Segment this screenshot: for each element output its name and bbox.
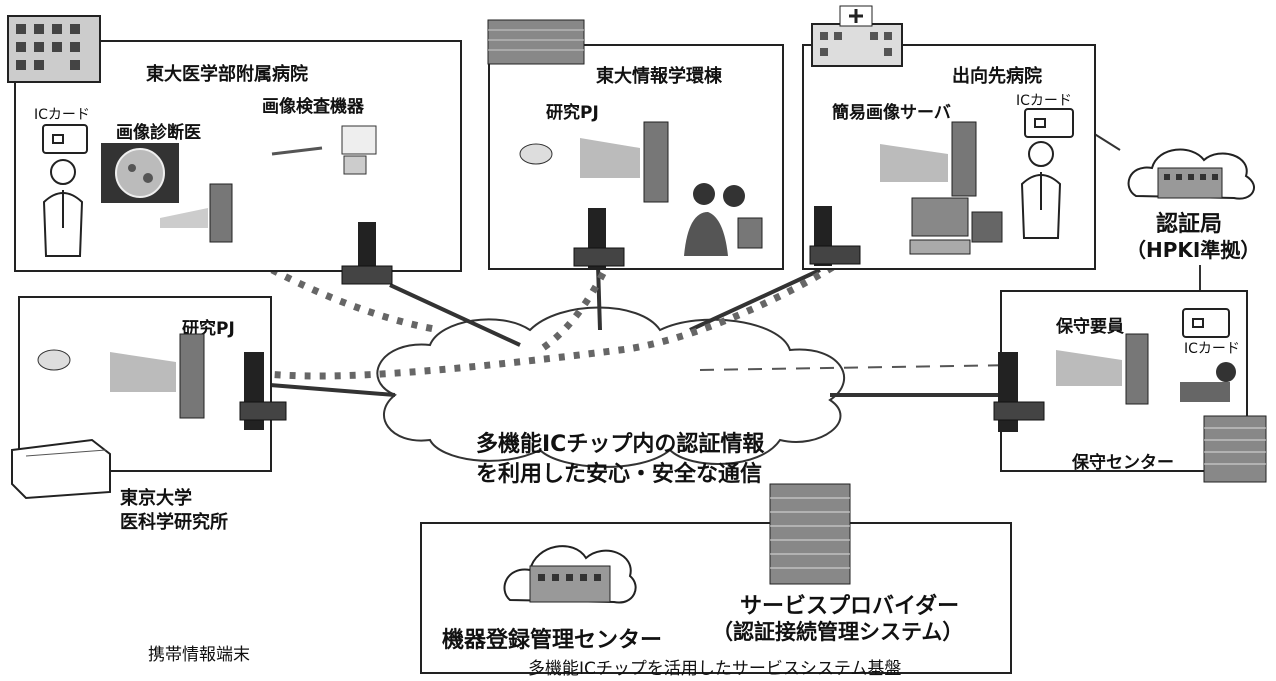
staff-person-icon bbox=[1018, 140, 1064, 244]
mobile-terminal-label: 携帯情報端末 bbox=[148, 645, 250, 665]
site-name: 東大情報学環棟 bbox=[596, 66, 722, 87]
card-label: ICカード bbox=[1016, 93, 1072, 109]
office-building-icon bbox=[478, 16, 588, 70]
site-name: 東大医学部附属病院 bbox=[146, 64, 308, 85]
mobile-terminal-icon bbox=[6, 436, 116, 504]
ic-card-icon bbox=[1182, 308, 1230, 338]
ic-card-icon bbox=[42, 124, 88, 154]
ims-name-line2: 医科学研究所 bbox=[120, 512, 228, 533]
site-name: 出向先病院 bbox=[952, 66, 1042, 87]
auth-connection-system-label: （認証接続管理システム） bbox=[712, 620, 964, 644]
center-text-line1: 多機能ICチップ内の認証情報 bbox=[476, 432, 765, 457]
service-provider-label: サービスプロバイダー bbox=[740, 594, 960, 619]
maint-ic-chip-icon bbox=[990, 352, 1050, 438]
hospital-building-icon bbox=[4, 8, 104, 90]
certificate-authority-icon bbox=[1122, 140, 1262, 210]
platform-caption: 多機能ICチップを活用したサービスシステム基盤 bbox=[528, 659, 902, 679]
info-env-pc-icon bbox=[510, 118, 690, 212]
server-pc-icon bbox=[840, 120, 980, 204]
center-text-line2: を利用した安心・安全な通信 bbox=[476, 462, 763, 487]
server-label: 簡易画像サーバ bbox=[832, 103, 951, 123]
hospital-ic-chip-icon bbox=[338, 218, 398, 302]
researchers-icon bbox=[678, 178, 768, 262]
card-label: ICカード bbox=[1184, 341, 1240, 357]
ims-pc-icon bbox=[30, 330, 220, 424]
staff-label: 保守要員 bbox=[1056, 317, 1124, 337]
site-name: 保守センター bbox=[1072, 453, 1174, 473]
secure-path-4 bbox=[699, 364, 1021, 371]
card-label: ICカード bbox=[34, 107, 90, 123]
hospital-pc-icon bbox=[150, 178, 250, 252]
project-label: 研究PJ bbox=[546, 103, 599, 123]
inspection-device-icon bbox=[262, 118, 402, 202]
network-cloud bbox=[376, 306, 846, 468]
secure-path-3 bbox=[538, 258, 614, 353]
info-env-ic-chip-icon bbox=[570, 208, 630, 292]
link-hospital bbox=[389, 283, 521, 347]
link-dest bbox=[689, 268, 821, 332]
ims-ic-chip-icon bbox=[236, 352, 292, 438]
auth-title: 認証局 bbox=[1156, 212, 1223, 237]
device-label: 画像検査機器 bbox=[262, 97, 364, 117]
registry-building-icon bbox=[500, 530, 640, 616]
auth-subtitle: （HPKI準拠） bbox=[1126, 238, 1261, 262]
hospital-cross-building-icon bbox=[806, 4, 906, 72]
doctor-label: 画像診断医 bbox=[116, 123, 201, 143]
ic-card-icon bbox=[1024, 108, 1074, 138]
imaging-workstation-icon bbox=[906, 192, 1006, 262]
maintenance-pc-icon bbox=[1040, 330, 1240, 414]
dest-ic-chip-icon bbox=[806, 206, 866, 290]
link-ims bbox=[269, 383, 396, 397]
maintenance-building-icon bbox=[1198, 410, 1270, 488]
ct-image-icon bbox=[100, 142, 180, 208]
provider-building-icon bbox=[760, 480, 856, 590]
doctor-person-icon bbox=[40, 158, 86, 262]
registry-center-label: 機器登録管理センター bbox=[442, 628, 663, 653]
ims-name-line1: 東京大学 bbox=[120, 488, 192, 509]
